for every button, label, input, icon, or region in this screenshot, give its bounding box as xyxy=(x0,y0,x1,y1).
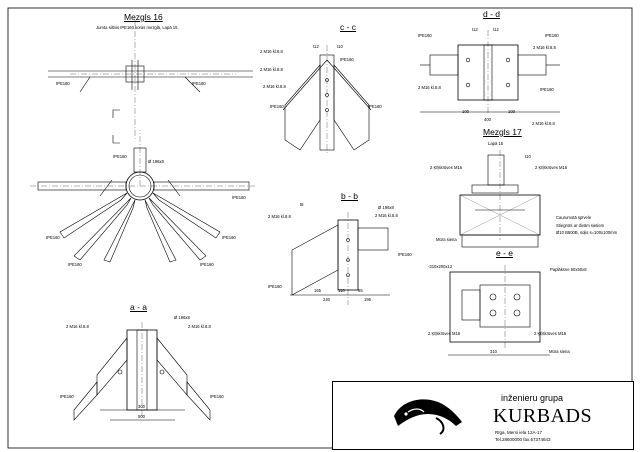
label-cc-bolt-2: 2 M16 kl.8.8 xyxy=(260,67,283,72)
label-ipe160-2: IPE160 xyxy=(192,81,206,86)
label-m17-t10: t10 xyxy=(525,154,531,159)
kurbads-logo xyxy=(394,399,462,435)
sheet-frame xyxy=(7,7,633,449)
label-aa-bolt-1: 2 M16 kl.8.8 xyxy=(66,324,89,329)
label-bb-pipe: Ø 196x8 xyxy=(378,205,394,210)
label-ipe160-8: IPE160 xyxy=(232,195,246,200)
section-ee xyxy=(448,265,550,356)
title-ee: e - e xyxy=(496,248,514,258)
title-aa: a - a xyxy=(130,302,148,312)
label-m17-note2: Stiegrots ar divām sietiem xyxy=(556,223,605,228)
brand-line1: inženieru grupa xyxy=(501,393,564,403)
label-bb-165: 165 xyxy=(314,288,321,293)
label-dd-100-1: 100 xyxy=(462,109,469,114)
label-aa-300: 300 xyxy=(138,404,145,409)
mezgls16-note: Jumta siltnis IPE160 koras mezglā, Lapā … xyxy=(96,25,179,30)
label-ee-310: 310 xyxy=(490,349,497,354)
label-ipe160-1: IPE160 xyxy=(56,81,70,86)
label-bb-240: 240 xyxy=(323,297,330,302)
brand-phone: Tel.28600000 fax.67374643 xyxy=(495,437,551,442)
title-mezgls17: Mezgls 17 xyxy=(483,127,522,137)
label-ee-bolt-1: 2 Ķīļskrūves M16 xyxy=(428,331,461,336)
title-dd: d - d xyxy=(483,9,501,19)
section-dd xyxy=(420,30,560,115)
label-aa-pipe: Ø 196x8 xyxy=(174,315,190,320)
label-m17-bolt-2: 2 Ķīļskrūves M16 xyxy=(535,165,568,170)
label-cc-ipe-l: IPE160 xyxy=(270,104,284,109)
label-bb-t8: t8 xyxy=(300,202,304,207)
label-dd-ipe-r2: IPE160 xyxy=(540,87,554,92)
label-bb-bolt-2: 2 M16 kl.8.8 xyxy=(375,213,398,218)
label-cc-bolt-3: 2 M16 kl.8.8 xyxy=(263,84,286,89)
label-ee-washer: Paplāksne 50x50x8 xyxy=(550,267,587,272)
label-ipe160-4: IPE160 xyxy=(46,235,60,240)
label-cc-bolt-1: 2 M16 kl.8.8 xyxy=(260,49,283,54)
label-aa-500: 500 xyxy=(138,414,145,419)
label-aa-ipe-r: IPE160 xyxy=(210,394,224,399)
label-aa-bolt-2: 2 M16 kl.8.8 xyxy=(188,324,211,329)
title-bb: b - b xyxy=(341,191,359,201)
label-dd-ipe-l: IPE160 xyxy=(418,33,432,38)
label-pipe: Ø 196x8 xyxy=(148,159,164,164)
section-cc xyxy=(282,45,372,155)
label-ipe160-6: IPE160 xyxy=(222,235,236,240)
label-bb-ipe: IPE160 xyxy=(398,252,412,257)
label-dd-bolt-2: 2 M16 kl.8.8 xyxy=(418,85,441,90)
section-bb xyxy=(290,212,390,305)
brand-name: KURBADS xyxy=(493,405,593,427)
label-aa-ipe-l: IPE160 xyxy=(60,394,74,399)
label-ee-bolt-2: 2 Ķīļskrūves M16 xyxy=(534,331,567,336)
label-dd-bolt-3: 2 M16 kl.8.8 xyxy=(532,121,555,126)
label-dd-t12-2: t12 xyxy=(493,27,499,32)
title-block: inženieru grupa KURBADS Rīga, Mersi iela… xyxy=(332,381,634,450)
label-ipe160-5: IPE160 xyxy=(68,262,82,267)
label-m17-bolt-1: 2 Ķīļskrūves M16 xyxy=(430,165,463,170)
mezgls17-note: Lapā 15 xyxy=(488,141,504,146)
mezgls17 xyxy=(459,150,541,248)
brand-address: Rīga, Mersi iela 12A-17 xyxy=(495,430,543,435)
section-aa xyxy=(73,322,211,421)
label-dd-t12-1: t12 xyxy=(472,27,478,32)
label-bb-ipe-2: IPE160 xyxy=(268,284,282,289)
label-ee-wall: Mūra siena xyxy=(549,349,570,354)
label-ipe160-7: IPE160 xyxy=(200,262,214,267)
label-m17-note3: Ø10 B500B, soļis s=100x100mm xyxy=(556,230,618,235)
label-cc-ipe-r: IPE160 xyxy=(368,104,382,109)
label-m17-note1: Caurumotā spīvele xyxy=(556,215,592,220)
mezgls16-plan xyxy=(48,20,253,144)
label-bb-195: 195 xyxy=(364,297,371,302)
label-bb-bolt-1: 2 M16 kl.8.8 xyxy=(268,214,291,219)
label-dd-ipe-r: IPE160 xyxy=(545,33,559,38)
label-dd-bolt-1: 2 M16 kl.8.8 xyxy=(533,45,556,50)
title-mezgls16: Mezgls 16 xyxy=(124,12,163,22)
label-cc-t10: t10 xyxy=(337,44,343,49)
mezgls16-radial-node xyxy=(30,130,255,263)
label-dd-100-2: 100 xyxy=(508,109,515,114)
label-m17-wall: Mūra siena xyxy=(436,237,457,242)
label-ipe160-3: IPE160 xyxy=(113,154,127,159)
label-ee-plate: -310x200x12 xyxy=(428,264,453,269)
label-cc-t12: t12 xyxy=(313,44,319,49)
label-dd-400: 400 xyxy=(484,117,491,122)
title-cc: c - c xyxy=(340,22,357,32)
label-bb-110: 110 xyxy=(338,288,345,293)
label-bb-85: 85 xyxy=(358,288,363,293)
label-cc-ipe: IPE160 xyxy=(340,57,354,62)
